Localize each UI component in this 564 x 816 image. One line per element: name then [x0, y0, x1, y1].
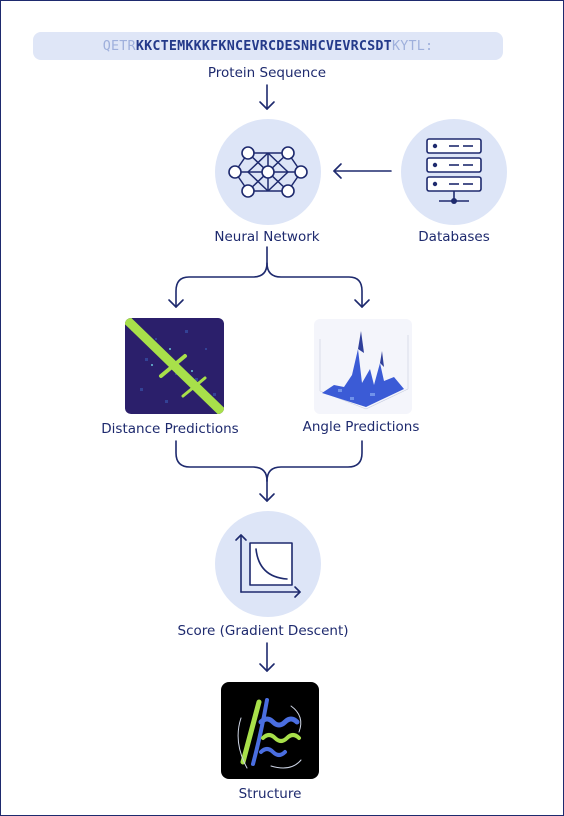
arrow-distance-to-score [175, 440, 268, 482]
neural-network-node [215, 119, 321, 225]
distance-predictions-label: Distance Predictions [101, 421, 239, 437]
databases-label: Databases [418, 229, 490, 245]
angle-predictions-label: Angle Predictions [302, 419, 420, 435]
decay-curve-chart-icon [235, 534, 301, 598]
server-stack-icon [426, 138, 482, 204]
score-label: Score (Gradient Descent) [177, 623, 349, 639]
sequence-main: KKCTEMKKKFKNCEVRCDESNHCVEVRCSDT [135, 38, 392, 54]
distance-map-image [125, 318, 224, 414]
databases-node [401, 119, 507, 225]
protein-sequence-label: Protein Sequence [207, 65, 327, 81]
angle-surface-image [314, 319, 412, 414]
score-node [215, 511, 321, 617]
arrow-network-to-angle [266, 262, 363, 308]
network-graph-icon [228, 146, 308, 198]
sequence-prefix: QETR [102, 38, 136, 54]
neural-network-label: Neural Network [214, 229, 320, 245]
structure-label: Structure [238, 786, 302, 802]
sequence-suffix: KYTL: [391, 38, 434, 54]
protein-structure-image [221, 682, 319, 779]
arrow-angle-to-score [266, 440, 363, 482]
arrow-network-to-distance [175, 246, 268, 308]
